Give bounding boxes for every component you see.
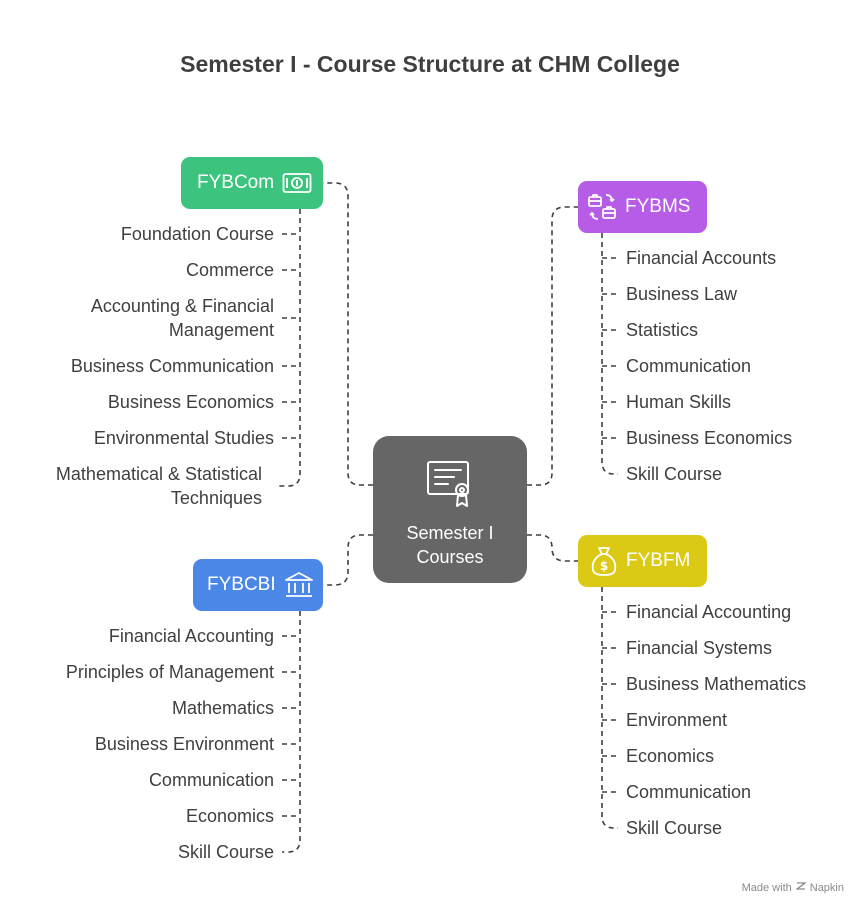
list-item: Financial Systems: [626, 638, 773, 658]
footer-brand: Napkin: [809, 881, 844, 894]
bank-icon: [284, 570, 314, 600]
list-item: Statistics: [626, 320, 699, 340]
svg-text:$: $: [600, 559, 608, 573]
list-item: Foundation Course: [120, 224, 274, 244]
spine-fybcbi: [282, 611, 301, 853]
list-item: Financial Accounts: [626, 248, 777, 268]
certificate-icon: [424, 458, 476, 515]
node-fybcom: FYBCom: [181, 157, 323, 209]
list-item: Skill Course: [626, 818, 723, 838]
list-item: Communication: [626, 356, 752, 376]
list-item: Environment: [626, 710, 728, 730]
briefcase-exchange-icon: [587, 192, 617, 222]
node-fybms: FYBMS: [578, 181, 707, 233]
node-fybms-label: FYBMS: [625, 196, 691, 217]
list-item: Human Skills: [626, 392, 732, 412]
list-item: Communication: [148, 770, 274, 790]
node-fybcbi-label: FYBCBI: [207, 574, 276, 595]
list-item: Economics: [185, 806, 274, 826]
list-item: Business Communication: [70, 356, 274, 376]
money-bag-icon: $: [590, 545, 618, 577]
list-item: Communication: [626, 782, 752, 802]
list-item: Skill Course: [177, 842, 274, 862]
list-item: Business Mathematics: [626, 674, 807, 694]
list-item: Environmental Studies: [93, 428, 274, 448]
connector-fybfm: [527, 534, 578, 562]
connector-fybms: [527, 206, 578, 486]
center-node-label: Semester I Courses: [406, 523, 494, 567]
list-item: Financial Accounting: [108, 626, 274, 646]
list-item: Business Environment: [94, 734, 274, 754]
node-fybfm: $ FYBFM: [578, 535, 707, 587]
node-fybcbi: FYBCBI: [193, 559, 323, 611]
list-item: Business Economics: [626, 428, 793, 448]
list-item: Business Law: [626, 284, 738, 304]
napkin-logo-icon: [794, 881, 807, 894]
connector-fybcbi: [322, 534, 373, 586]
list-item: Mathematical & Statistical Techniques: [55, 464, 262, 508]
list-item: Principles of Management: [65, 662, 274, 682]
list-item: Mathematics: [171, 698, 274, 718]
list-item: Accounting & Financial Management: [90, 296, 274, 340]
list-item: Economics: [626, 746, 715, 766]
node-fybcom-label: FYBCom: [197, 172, 275, 193]
node-fybfm-label: FYBFM: [626, 550, 691, 571]
list-item: Skill Course: [626, 464, 723, 484]
list-item: Commerce: [185, 260, 274, 280]
page-title: Semester I - Course Structure at CHM Col…: [180, 51, 680, 77]
list-item: Business Economics: [107, 392, 274, 412]
money-bill-icon: [282, 172, 312, 194]
footer-text: Made with: [741, 881, 792, 894]
footer-credit: Made with Napkin: [742, 881, 844, 894]
spine-fybms: [601, 233, 618, 475]
spine-fybfm: [601, 587, 618, 829]
center-node: Semester I Courses: [373, 436, 527, 583]
spine-fybcom: [278, 209, 301, 487]
list-item: Financial Accounting: [626, 602, 792, 622]
connector-fybcom: [322, 182, 373, 486]
